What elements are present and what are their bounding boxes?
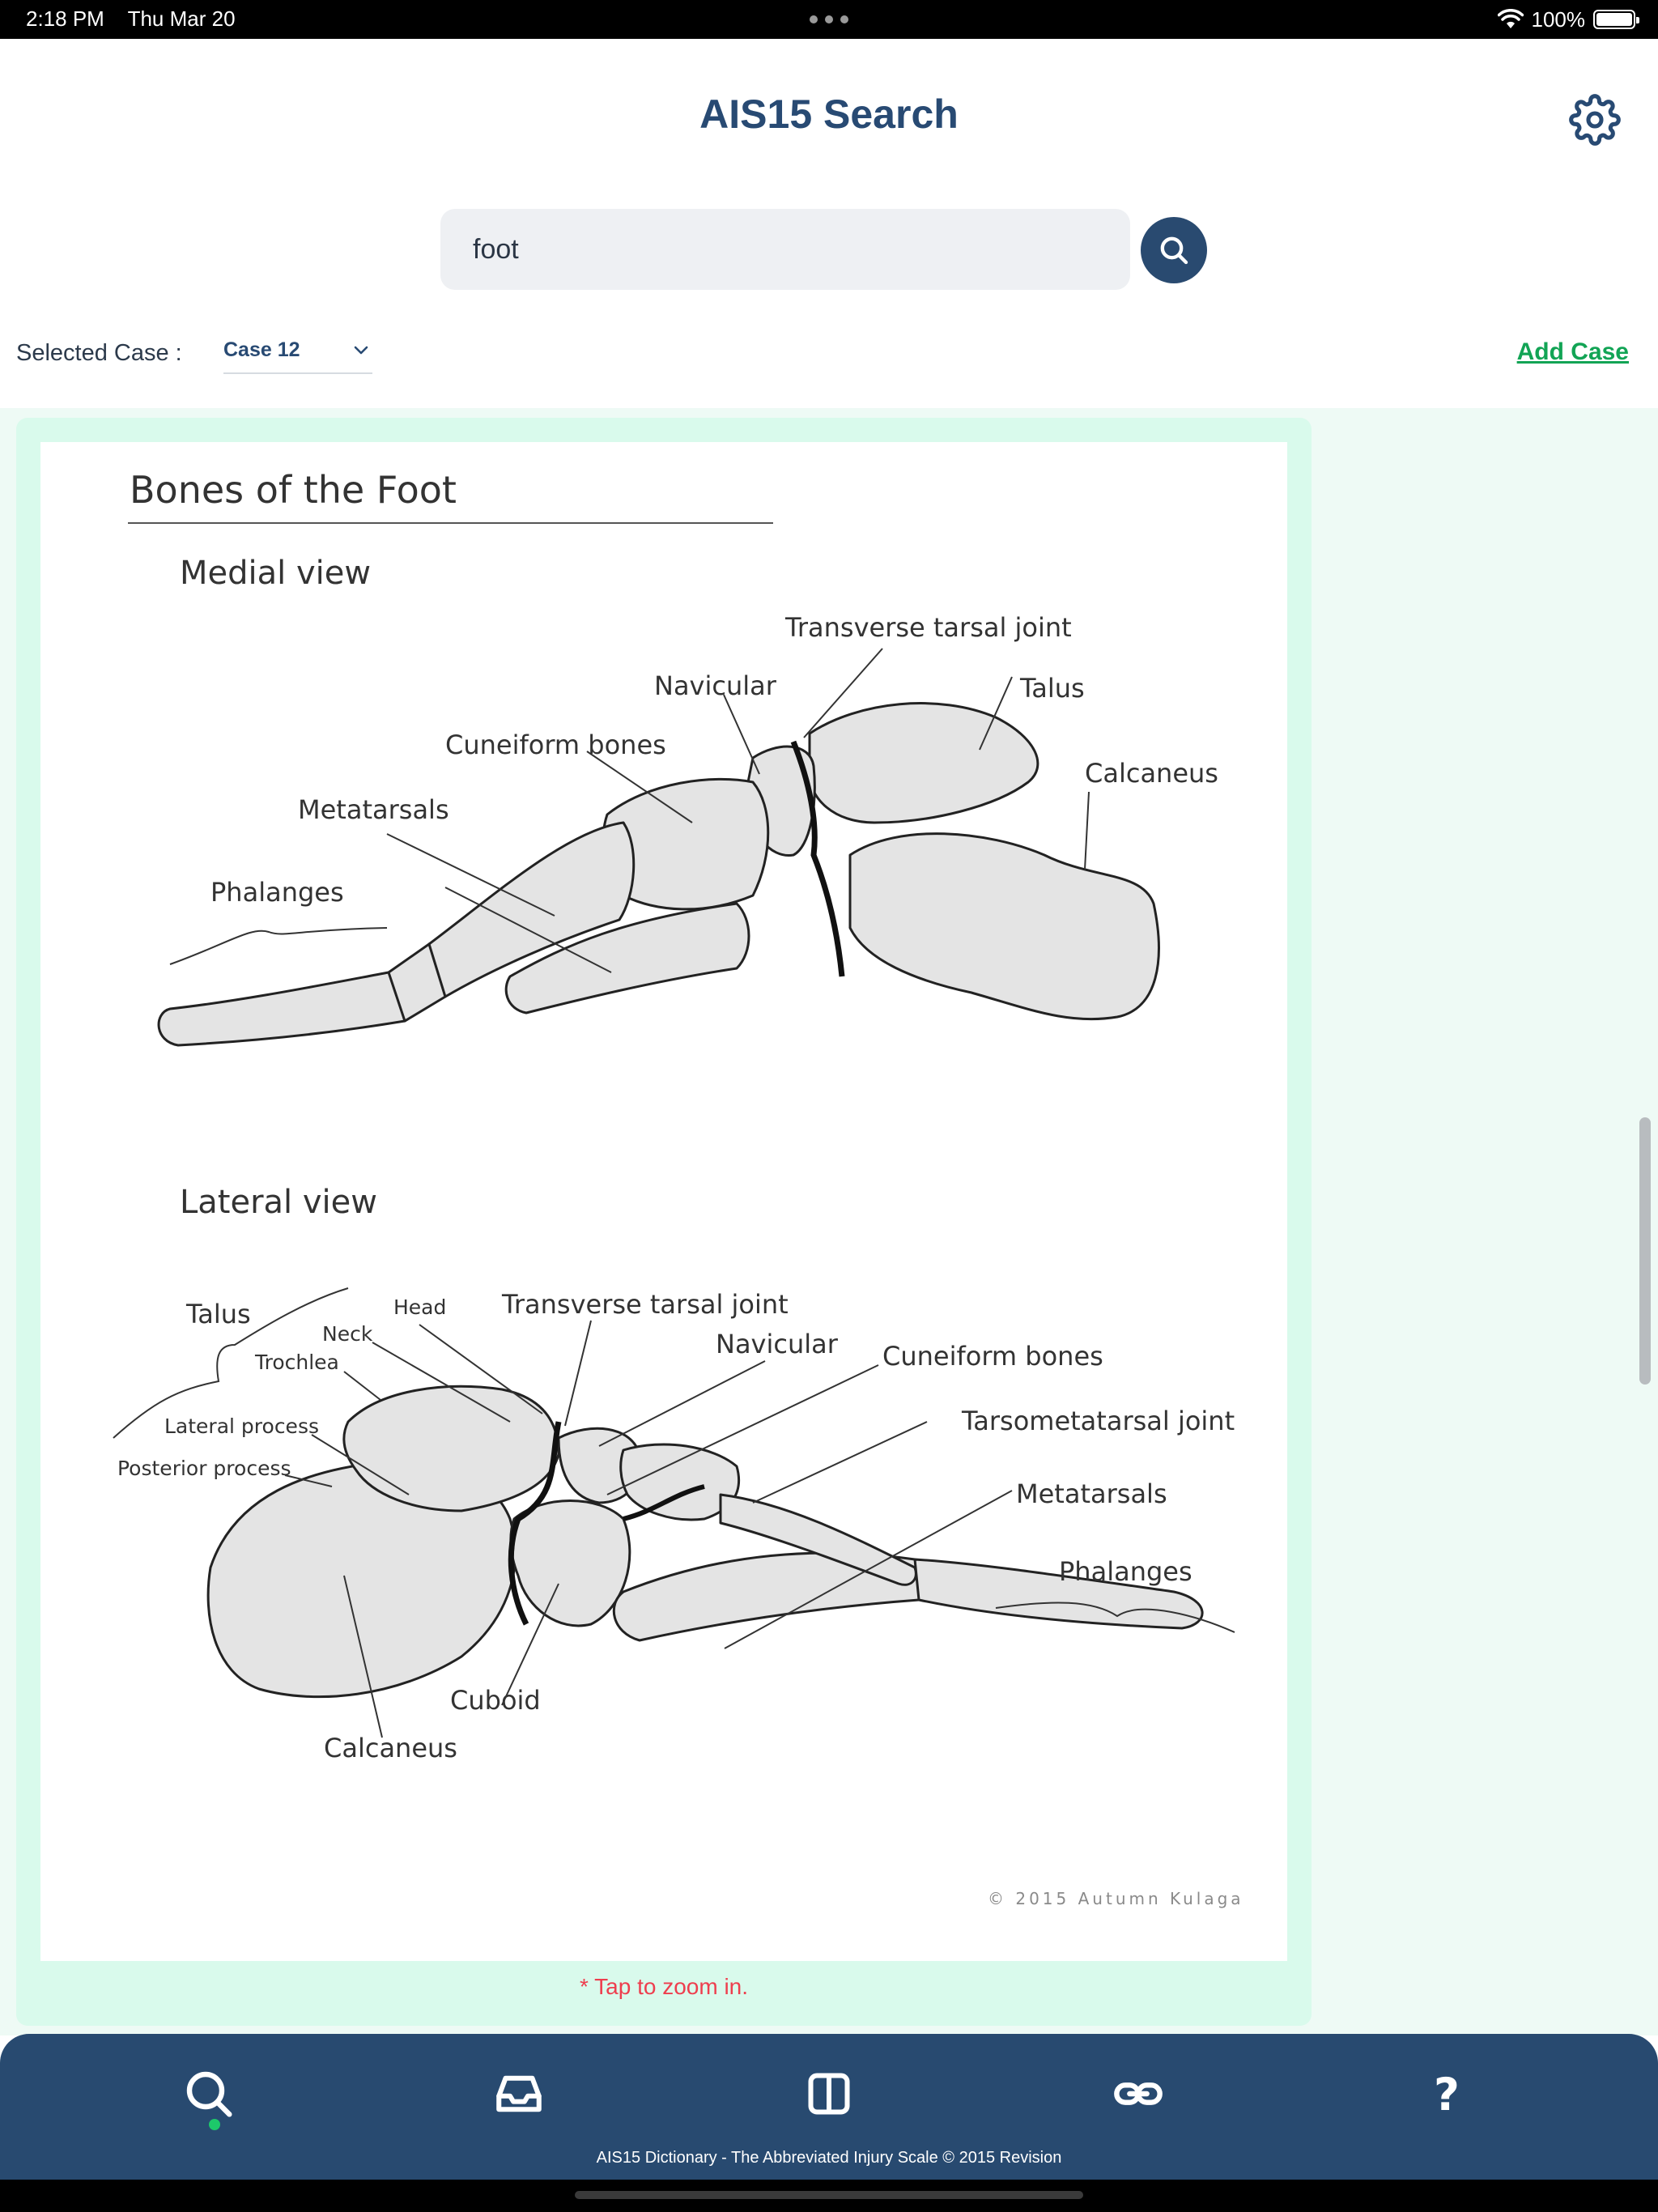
scrollbar[interactable] <box>1639 1117 1651 1385</box>
active-tab-indicator <box>209 2119 220 2130</box>
tab-search[interactable] <box>160 2053 257 2134</box>
chevron-down-icon <box>354 346 368 355</box>
bottom-tab-bar: ? <box>0 2034 1658 2180</box>
search-input[interactable] <box>440 209 1130 290</box>
lateral-label-trochlea: Trochlea <box>254 1351 339 1374</box>
search-icon <box>186 2071 232 2117</box>
tab-help[interactable]: ? <box>1398 2053 1495 2134</box>
medial-label-transverse-tarsal-joint: Transverse tarsal joint <box>784 612 1072 643</box>
medial-label-calcaneus: Calcaneus <box>1085 758 1218 789</box>
status-date: Thu Mar 20 <box>127 6 236 31</box>
svg-text:?: ? <box>1434 2069 1460 2118</box>
lateral-label-calcaneus: Calcaneus <box>324 1733 457 1763</box>
medial-label-cuneiform-bones: Cuneiform bones <box>445 730 666 760</box>
status-indicators: 100% <box>1497 5 1639 34</box>
settings-button[interactable] <box>1566 91 1624 149</box>
illustration-copyright: © 2015 Autumn Kulaga <box>988 1889 1244 1908</box>
foot-bones-illustration[interactable]: Bones of the Foot Medial view <box>40 442 1287 1961</box>
wifi-icon <box>1497 9 1524 28</box>
medial-foot-drawing <box>157 702 1160 1047</box>
lateral-label-lateral-process: Lateral process <box>164 1414 319 1438</box>
lateral-label-posterior-process: Posterior process <box>117 1457 291 1480</box>
lateral-label-cuneiform-bones: Cuneiform bones <box>882 1341 1103 1372</box>
case-dropdown[interactable]: Case 12 <box>223 332 372 374</box>
inbox-icon <box>496 2075 542 2112</box>
lateral-label-head: Head <box>393 1295 446 1319</box>
medial-view-heading: Medial view <box>180 555 371 592</box>
status-bar: 2:18 PM Thu Mar 20 100% <box>0 0 1658 39</box>
add-case-link[interactable]: Add Case <box>1516 338 1629 365</box>
illustration-svg: Bones of the Foot Medial view <box>113 468 1244 1908</box>
case-dropdown-value: Case 12 <box>223 338 300 361</box>
link-icon <box>1114 2082 1163 2105</box>
home-indicator[interactable] <box>575 2191 1083 2199</box>
lateral-label-talus: Talus <box>185 1299 251 1329</box>
battery-percent: 100% <box>1531 6 1586 32</box>
gear-icon <box>1569 94 1621 146</box>
help-icon: ? <box>1434 2069 1460 2118</box>
search-icon <box>1160 236 1188 265</box>
medial-label-metatarsals: Metatarsals <box>298 794 449 825</box>
lateral-label-metatarsals: Metatarsals <box>1016 1478 1167 1509</box>
tab-dictionary[interactable] <box>780 2053 878 2134</box>
medial-label-talus: Talus <box>1019 673 1085 704</box>
columns-icon <box>808 2073 850 2115</box>
page-title: AIS15 Search <box>699 91 959 137</box>
tab-cases[interactable] <box>470 2053 568 2134</box>
lateral-label-transverse-tarsal-joint: Transverse tarsal joint <box>501 1289 789 1320</box>
multitasking-dots-icon[interactable] <box>810 8 848 31</box>
lateral-view-heading: Lateral view <box>180 1184 377 1221</box>
medial-label-phalanges: Phalanges <box>210 877 344 908</box>
lateral-label-phalanges: Phalanges <box>1059 1556 1192 1587</box>
status-time: 2:18 PM <box>26 6 104 31</box>
lateral-label-navicular: Navicular <box>716 1329 839 1359</box>
battery-icon <box>1593 10 1639 29</box>
status-time-date: 2:18 PM Thu Mar 20 <box>26 6 253 32</box>
lateral-foot-drawing <box>206 1385 1204 1699</box>
medial-label-navicular: Navicular <box>654 670 777 701</box>
footer-copyright: AIS15 Dictionary - The Abbreviated Injur… <box>596 2149 1062 2167</box>
zoom-hint: * Tap to zoom in. <box>579 1974 749 1999</box>
lateral-label-tarsometatarsal-joint: Tarsometatarsal joint <box>961 1406 1235 1436</box>
selected-case-label: Selected Case : <box>16 340 182 366</box>
lateral-label-cuboid: Cuboid <box>450 1685 541 1716</box>
lateral-label-neck: Neck <box>322 1322 373 1346</box>
illustration-title: Bones of the Foot <box>130 468 457 512</box>
search-button[interactable] <box>1141 217 1207 283</box>
tab-links[interactable] <box>1090 2053 1187 2134</box>
